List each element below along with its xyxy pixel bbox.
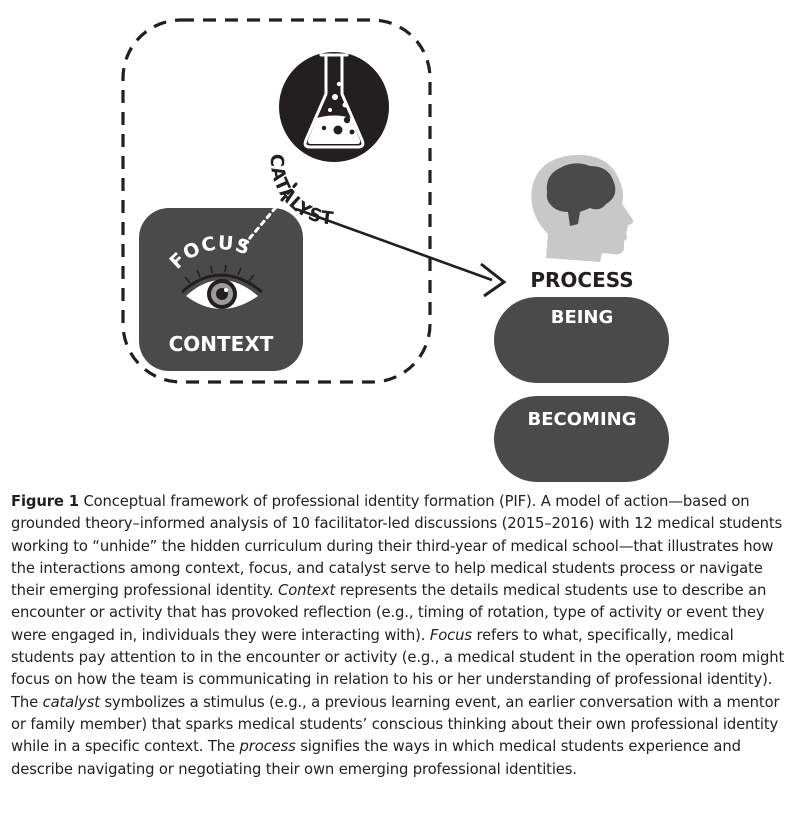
context-label: CONTEXT xyxy=(169,332,274,356)
brain-icon xyxy=(546,163,616,226)
caption-text: symbolizes a stimulus (e.g., a previous … xyxy=(11,693,780,756)
becoming-pill xyxy=(494,396,669,482)
catalyst-focus-dotted-line-outer xyxy=(280,182,298,202)
flask-icon xyxy=(303,53,365,149)
caption-term: Focus xyxy=(429,626,472,644)
caption-text: represents the details medical students … xyxy=(11,582,767,644)
caption-term: Context xyxy=(278,582,336,600)
arrow-icon xyxy=(295,207,507,298)
eye-icon xyxy=(181,264,263,309)
being-pill xyxy=(494,297,669,383)
figure-label: Figure 1 xyxy=(11,493,79,510)
becoming-label: BECOMING xyxy=(528,409,637,430)
caption-term: catalyst xyxy=(42,693,100,711)
caption-body: Conceptual framework of professional ide… xyxy=(11,493,784,778)
pif-framework-diagram: CATALYST FOCUS CONTEXT PROCESS BEING BEC… xyxy=(121,18,669,482)
catalyst-circle xyxy=(279,52,389,162)
caption-term: process xyxy=(239,738,296,756)
figure-caption: Figure 1 Conceptual framework of profess… xyxy=(11,491,786,781)
caption-text: refers to what, specifically, medical st… xyxy=(11,626,785,711)
catalyst-focus-dotted-line xyxy=(242,198,284,247)
dashed-boundary xyxy=(121,18,432,384)
being-label: BEING xyxy=(551,307,614,328)
caption-text: Conceptual framework of professional ide… xyxy=(11,493,783,600)
process-label: PROCESS xyxy=(530,268,633,292)
caption-text: signifies the ways in which medical stud… xyxy=(11,738,741,778)
